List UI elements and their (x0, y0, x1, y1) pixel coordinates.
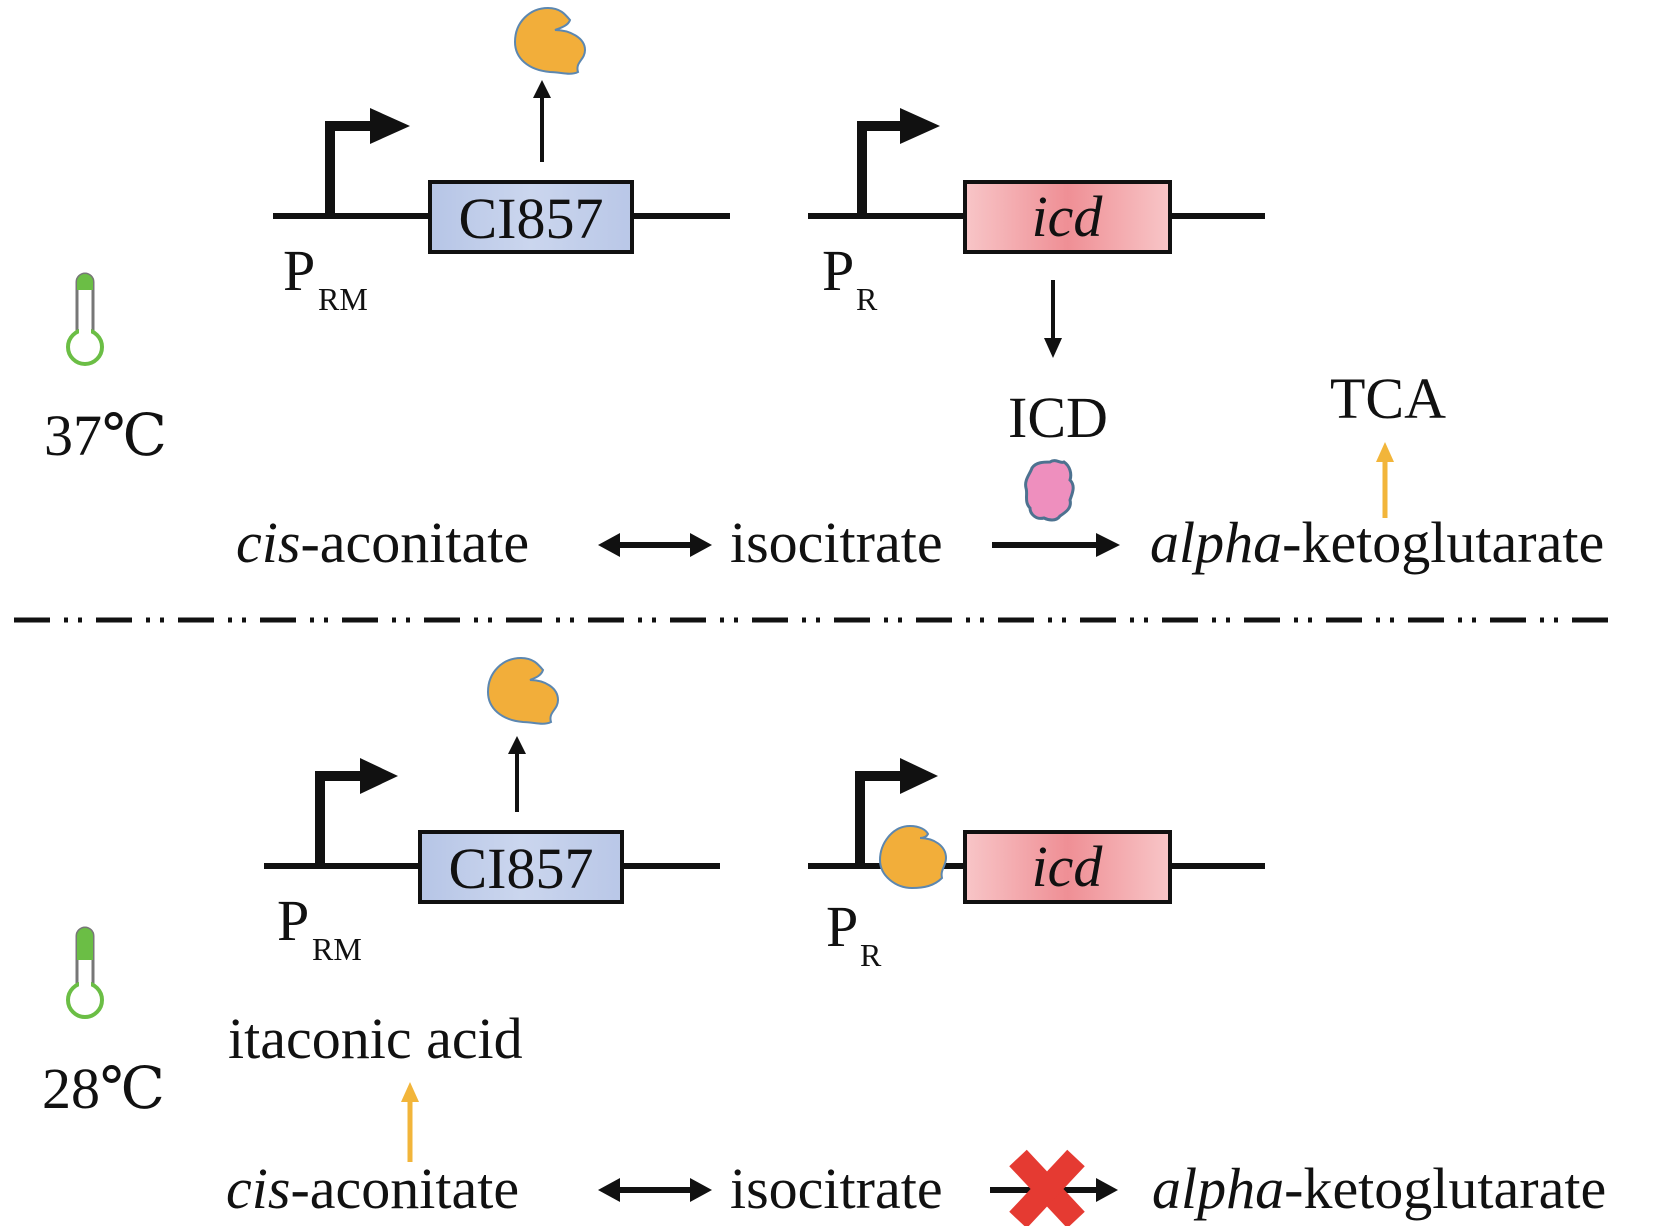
protein-label-icd: ICD (1008, 385, 1108, 450)
promoter-subscript: R (860, 937, 882, 973)
promoter-arrow-icon (315, 758, 398, 866)
gene-box-icd (963, 180, 1172, 254)
gene-label-icd: icd (1032, 184, 1104, 249)
promoter-arrow-icon (857, 108, 940, 216)
bottom-panel: 28℃ CI857 P RM (42, 656, 1606, 1226)
gene-label-ci857: CI857 (459, 186, 604, 251)
temperature-label: 37℃ (44, 403, 167, 468)
promoter-label: P (277, 888, 309, 953)
top-panel: 37℃ CI857 P RM (44, 6, 1604, 575)
pathway-row: cis-aconitate isocitrate alpha-ketogluta… (236, 510, 1604, 575)
reversible-arrow-icon (598, 1178, 712, 1202)
arrow-up-icon (508, 736, 526, 754)
repressor-protein-icon (486, 656, 560, 725)
icd-enzyme-icon (1024, 459, 1075, 522)
flux-arrow-up-icon (401, 1082, 419, 1162)
metabolite-isocitrate: isocitrate (730, 510, 943, 575)
promoter-arrow-icon (325, 108, 410, 216)
gene-label-icd: icd (1032, 834, 1104, 899)
gene-label-ci857: CI857 (449, 836, 594, 901)
arrow-down-icon (1044, 338, 1062, 358)
metabolite-alpha-ketoglutarate: alpha-ketoglutarate (1152, 1156, 1606, 1221)
thermometer-icon (66, 926, 104, 1019)
promoter-arrow-icon (855, 758, 938, 866)
metabolite-isocitrate: isocitrate (730, 1156, 943, 1221)
gene-box-icd (963, 830, 1172, 904)
promoter-label: P (822, 238, 854, 303)
promoter-subscript: RM (318, 281, 368, 317)
block-x-icon (1009, 1149, 1085, 1226)
pathway-row: cis-aconitate isocitrate alpha-ketogluta… (226, 1149, 1606, 1226)
bound-repressor-icon (878, 824, 948, 890)
metabolite-cis-aconitate: cis-aconitate (236, 510, 529, 575)
promoter-label: P (283, 238, 315, 303)
flux-arrow-up-icon (1376, 442, 1394, 518)
arrow-up-icon (533, 80, 551, 98)
reaction-arrow-icon (992, 533, 1120, 557)
repressor-protein-icon (513, 6, 587, 75)
product-label-itaconic-acid: itaconic acid (228, 1006, 523, 1071)
reversible-arrow-icon (598, 533, 712, 557)
construct-prm-ci857: CI857 P RM (264, 656, 720, 967)
construct-pr-icd: icd P R (808, 758, 1265, 973)
construct-prm-ci857: CI857 P RM (273, 6, 730, 317)
tca-label: TCA (1330, 366, 1446, 431)
promoter-subscript: R (856, 281, 878, 317)
thermometer-icon (66, 272, 104, 366)
metabolite-alpha-ketoglutarate: alpha-ketoglutarate (1150, 510, 1604, 575)
promoter-subscript: RM (312, 931, 362, 967)
promoter-label: P (826, 894, 858, 959)
gene-box-ci857 (428, 180, 634, 254)
gene-box-ci857 (418, 830, 624, 904)
temperature-label: 28℃ (42, 1056, 165, 1121)
metabolite-cis-aconitate: cis-aconitate (226, 1156, 519, 1221)
construct-pr-icd: icd P R (808, 108, 1265, 358)
